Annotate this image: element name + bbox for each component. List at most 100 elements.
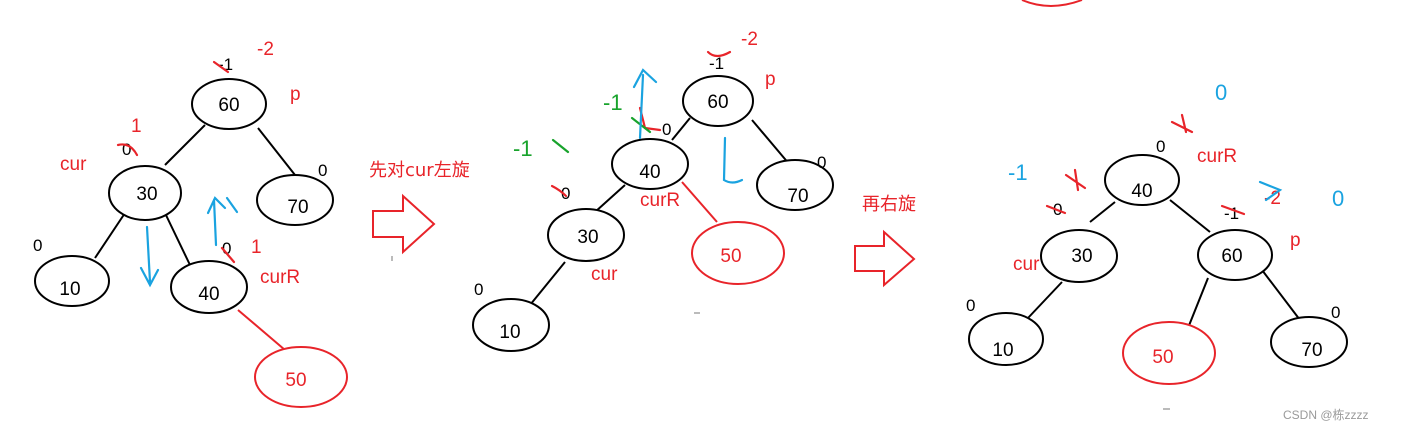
node-60-value: 60 [218,95,239,116]
bf-60: -1 [709,54,724,73]
node-50-value: 50 [1152,347,1173,368]
edge-60-40 [671,117,691,141]
blue-up-arrow-icon [206,196,239,247]
bf-70: 0 [1331,303,1340,322]
node-40-value: 40 [639,162,660,183]
edge-60-70 [1261,269,1301,321]
strike-30 [1045,204,1067,215]
right-arrow-icon [854,229,916,288]
bf-40: 0 [662,120,671,139]
label-p: p [765,69,776,90]
partial-ellipse-top [1021,0,1083,7]
ann-30-new: 1 [131,116,142,137]
label-cur: cur [60,154,87,175]
node-30-value: 30 [577,227,598,248]
bf-70: 0 [318,161,327,180]
node-50-value: 50 [720,246,741,267]
edge-30-10 [1027,281,1063,319]
node-60: 60 [682,75,754,127]
node-10: 10 [34,255,110,307]
node-40: 40 [611,138,689,190]
blue-up-arrow-icon [632,68,658,140]
node-50-value: 50 [285,370,306,391]
blue-down-arrow-icon [722,136,744,184]
watermark: CSDN @栋zzzz [1283,407,1369,422]
node-10-value: 10 [992,340,1013,361]
strike-40 [1170,113,1194,134]
node-10-value: 10 [499,322,520,343]
node-70: 70 [756,159,834,211]
node-30-value: 30 [136,184,157,205]
node-40-value: 40 [1131,181,1152,202]
label-p: p [1290,230,1301,251]
edge-40-50 [681,181,718,223]
node-10: 10 [968,312,1044,366]
edge-40-60 [1169,199,1211,233]
diagram-after-left-rotate: 60 40 30 10 70 50 -1 0 0 0 0 -2 -1 -1 cu… [472,29,834,352]
step-left-rotate: 先对cur左旋 [369,160,470,255]
node-40-value: 40 [198,284,219,305]
node-40: 40 [170,260,248,314]
node-10-value: 10 [59,279,80,300]
bf-10: 0 [33,236,42,255]
node-50: 50 [691,221,785,285]
right-arrow-icon [372,193,436,255]
bf-30: 0 [122,140,131,159]
strike-30 [116,143,139,157]
node-60: 60 [191,78,267,130]
strike-60 [212,60,230,74]
node-30: 30 [1040,229,1118,283]
label-curR: curR [640,190,680,211]
ann-60-new: 0 [1332,186,1344,211]
node-70-value: 70 [1301,340,1322,361]
diagram-before: 60 30 70 10 40 50 -1 0 0 0 0 -2 1 1 cur … [33,39,348,408]
node-70: 70 [256,174,334,226]
blue-down-arrow-icon [139,225,160,288]
node-70-value: 70 [787,186,808,207]
blue-arrow-icon [1258,180,1283,202]
ann-60-new: -2 [741,29,758,50]
step-right-rotate: 再右旋 [854,194,916,288]
ann-40-new: -1 [603,90,623,115]
ann-30-new: -1 [1008,160,1028,185]
node-70-value: 70 [287,197,308,218]
strike-60 [1220,204,1246,216]
ann-30-scribble: -1 [513,136,533,161]
node-50: 50 [254,346,348,408]
edge-60-70 [257,127,296,176]
strike-40 [220,246,236,264]
node-40: 40 [1104,154,1180,206]
bf-10: 0 [966,296,975,315]
node-60-value: 60 [1221,246,1242,267]
edge-30-40 [164,212,191,266]
diagram-after-right-rotate: 40 30 60 10 50 70 0 0 -1 0 0 0 -1 -2 0 c… [966,80,1348,385]
bf-30: 0 [561,184,570,203]
edge-60-30 [164,124,206,166]
label-p: p [290,84,301,105]
edge-30-10 [529,261,566,306]
step1-label: 先对cur左旋 [369,160,470,181]
bf-60: -1 [218,55,233,74]
node-50: 50 [1122,321,1216,385]
node-30-value: 30 [1071,246,1092,267]
edge-60-50 [1187,277,1209,329]
node-70: 70 [1270,316,1348,368]
edge-60-70 [751,119,791,166]
edge-40-30 [594,184,626,213]
step2-label: 再右旋 [862,194,916,215]
label-cur: cur [591,264,618,285]
bf-40: 0 [1156,137,1165,156]
node-30: 30 [547,208,625,262]
ann-40-new: 1 [251,237,262,258]
strike-30 [550,184,568,198]
label-curR: curR [260,267,300,288]
edge-40-30 [1089,201,1116,223]
strike-60 [706,50,732,58]
node-60: 60 [1197,229,1273,281]
ann-60-new: -2 [257,39,274,60]
node-30: 30 [108,165,182,221]
ann-40-new: 0 [1215,80,1227,105]
node-60-value: 60 [707,92,728,113]
bf-70: 0 [817,153,826,172]
